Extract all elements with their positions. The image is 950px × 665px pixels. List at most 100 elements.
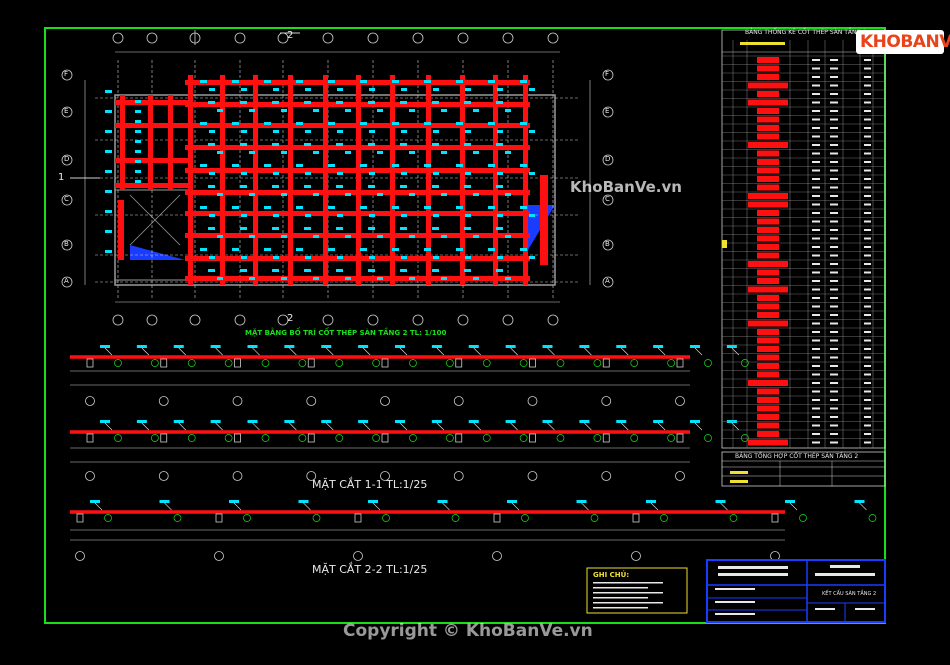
rebar-tag (400, 227, 407, 230)
beam (86, 358, 94, 368)
rebar-tag (424, 80, 431, 83)
rebar-tag (496, 143, 503, 146)
leader (399, 422, 408, 431)
rebar-tag (296, 206, 303, 209)
bar-mark (298, 434, 307, 442)
logo-background (856, 30, 944, 54)
rebar-tag (281, 235, 287, 238)
rebar-tag (328, 80, 335, 83)
bar-mark (335, 434, 344, 442)
schedule-shape (757, 363, 779, 369)
rebar-tag (360, 248, 367, 251)
schedule-shape (757, 235, 779, 242)
schedule-value (830, 441, 838, 444)
bar-mark (704, 434, 712, 442)
rebar-tag (409, 235, 415, 238)
rebar-tag (520, 164, 527, 167)
rebar-tag (441, 235, 447, 238)
schedule-shape (757, 184, 779, 191)
rebar-tag (369, 88, 375, 91)
leader (164, 502, 172, 511)
schedule-value (864, 399, 871, 401)
title-block (706, 559, 886, 623)
schedule-value (812, 441, 820, 444)
schedule-value (812, 433, 820, 435)
schedule-value (864, 237, 871, 240)
rebar-tag (432, 227, 439, 230)
schedule-value (812, 331, 820, 333)
rebar-tag (400, 269, 407, 272)
beam (307, 433, 315, 443)
section-tag (321, 420, 332, 423)
schedule-shape (757, 244, 779, 250)
leader (303, 502, 311, 511)
schedule-value (864, 424, 871, 427)
section-grid-bubble (453, 471, 464, 481)
rebar-tag (217, 193, 223, 196)
leader (94, 502, 103, 511)
leader (141, 347, 150, 356)
rebar-tag (135, 130, 141, 133)
schedule-value (864, 212, 871, 214)
rebar-tag (273, 214, 279, 217)
rebar-tag (409, 109, 415, 112)
rebar-tag (105, 150, 112, 153)
stair-well (114, 189, 191, 281)
bar-mark (519, 359, 528, 367)
rebar-tag (360, 164, 367, 167)
rebar-tag (392, 164, 399, 167)
bar-mark (556, 434, 565, 442)
schedule-value (864, 271, 871, 274)
bar-mark (451, 514, 460, 522)
schedule-value (830, 118, 838, 121)
bar-mark (741, 359, 749, 367)
section-tag (136, 345, 147, 348)
rebar-tag (272, 269, 279, 272)
rebar-tag (497, 214, 503, 217)
section-tag (854, 500, 865, 503)
rebar-tag (217, 235, 223, 238)
rebar-tag (377, 193, 383, 196)
schedule-value (830, 212, 838, 214)
rebar-tag (337, 88, 343, 91)
section-tag (368, 500, 378, 503)
rebar-strip (390, 75, 395, 285)
leader (442, 502, 450, 511)
section-grid-bubble (527, 471, 538, 481)
rebar-tag (264, 206, 271, 209)
rebar-tag (400, 185, 407, 188)
rebar-tag (520, 80, 527, 83)
schedule-value (830, 127, 838, 129)
section-tag (210, 345, 221, 348)
rebar-tag (200, 164, 207, 167)
bar-mark (372, 434, 380, 442)
rebar-tag (304, 269, 311, 272)
rebar-tag (464, 227, 471, 230)
section-tag (247, 420, 258, 423)
rebar-tag (240, 101, 247, 104)
section-tag (507, 500, 517, 503)
schedule-value (812, 416, 820, 418)
rebar-tag (456, 164, 463, 167)
bar-mark (409, 359, 417, 367)
schedule-shape (757, 150, 779, 157)
schedule-value (864, 280, 871, 282)
beam (602, 433, 610, 443)
grid-label-side: E (64, 107, 69, 115)
site-logo[interactable]: KHOBANVE (856, 22, 950, 54)
grid-bubble (189, 314, 201, 326)
rebar-tag (135, 160, 141, 163)
schedule-value (864, 195, 871, 197)
grid-bubble (602, 239, 614, 251)
schedule-value (812, 178, 820, 180)
rebar-tag (345, 193, 351, 196)
schedule-value (812, 254, 820, 257)
section-1-title: MẶT CẮT 1-1 TL:1/25 (312, 478, 428, 491)
rebar-tag (360, 206, 367, 209)
leader (511, 502, 520, 511)
schedule-value (830, 280, 838, 282)
schedule-shape (748, 201, 788, 208)
rebar-tag (441, 151, 447, 154)
grid-bubble (602, 106, 614, 118)
grid-bubble (412, 314, 424, 326)
